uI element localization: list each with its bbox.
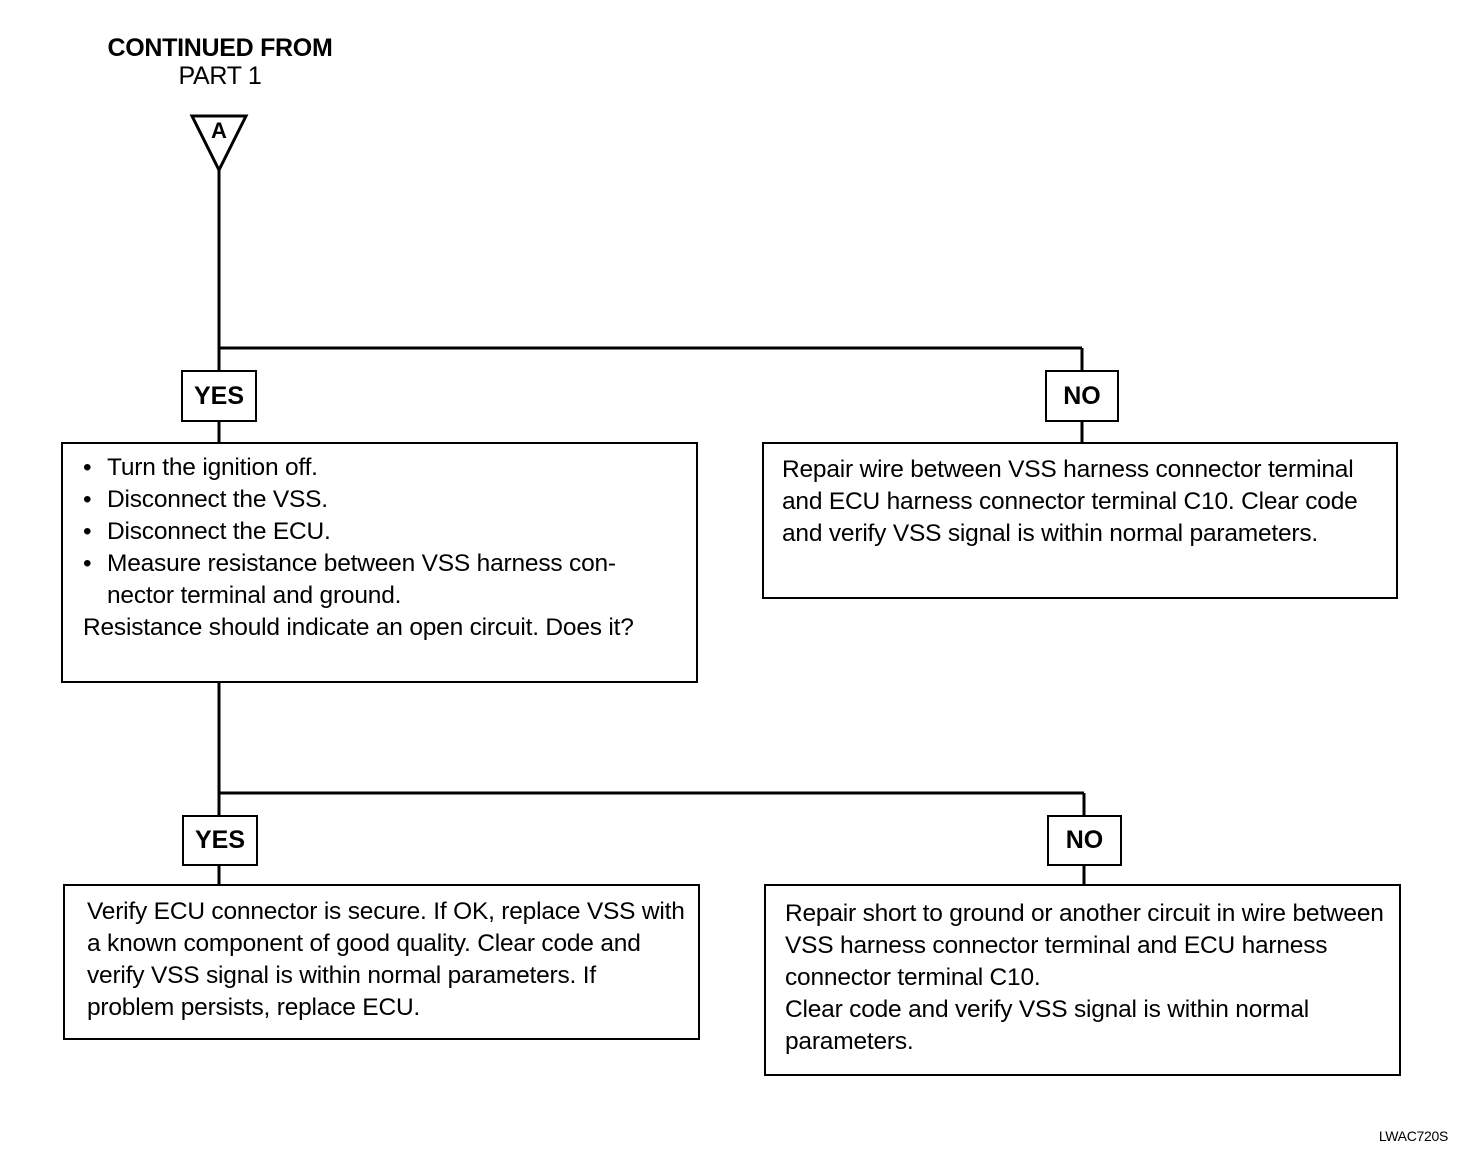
branch2-no-text-line1: Repair short to ground or another circui… bbox=[785, 900, 1384, 991]
branch2-yes-box: Verify ECU connector is secure. If OK, r… bbox=[63, 884, 700, 1040]
diagnostic-step: •Disconnect the VSS. bbox=[83, 484, 684, 516]
branch1-no-tag: NO bbox=[1045, 370, 1119, 422]
bullet-icon: • bbox=[83, 454, 92, 481]
branch1-no-text: Repair wire between VSS harness connecto… bbox=[782, 456, 1358, 547]
diagnostic-question: Resistance should indicate an open circu… bbox=[83, 614, 634, 641]
branch1-no-box: Repair wire between VSS harness connecto… bbox=[762, 442, 1398, 599]
diagnostic-step: •Measure resistance between VSS harness … bbox=[83, 550, 616, 609]
bullet-icon: • bbox=[83, 518, 92, 545]
header-line1: CONTINUED FROM bbox=[107, 34, 333, 62]
diagnostic-steps-list: •Turn the ignition off. •Disconnect the … bbox=[83, 452, 684, 612]
branch1-yes-box: •Turn the ignition off. •Disconnect the … bbox=[61, 442, 698, 683]
offpage-connector-triangle bbox=[189, 114, 249, 174]
diagnostic-step: •Disconnect the ECU. bbox=[83, 516, 684, 548]
bullet-icon: • bbox=[83, 486, 92, 513]
branch2-no-text-line2: Clear code and verify VSS signal is with… bbox=[785, 996, 1309, 1055]
branch2-yes-text: Verify ECU connector is secure. If OK, r… bbox=[87, 898, 685, 1021]
header-line2: PART 1 bbox=[178, 62, 262, 90]
diagnostic-step: •Turn the ignition off. bbox=[83, 452, 684, 484]
bullet-icon: • bbox=[83, 550, 92, 577]
connector-marker-label: A bbox=[211, 118, 227, 143]
continued-from-header: CONTINUED FROM PART 1 bbox=[80, 34, 360, 90]
branch2-no-box: Repair short to ground or another circui… bbox=[764, 884, 1401, 1076]
branch1-yes-tag: YES bbox=[181, 370, 257, 422]
figure-id: LWAC720S bbox=[1378, 1128, 1448, 1144]
branch2-no-tag: NO bbox=[1047, 815, 1122, 866]
branch2-yes-tag: YES bbox=[182, 815, 258, 866]
